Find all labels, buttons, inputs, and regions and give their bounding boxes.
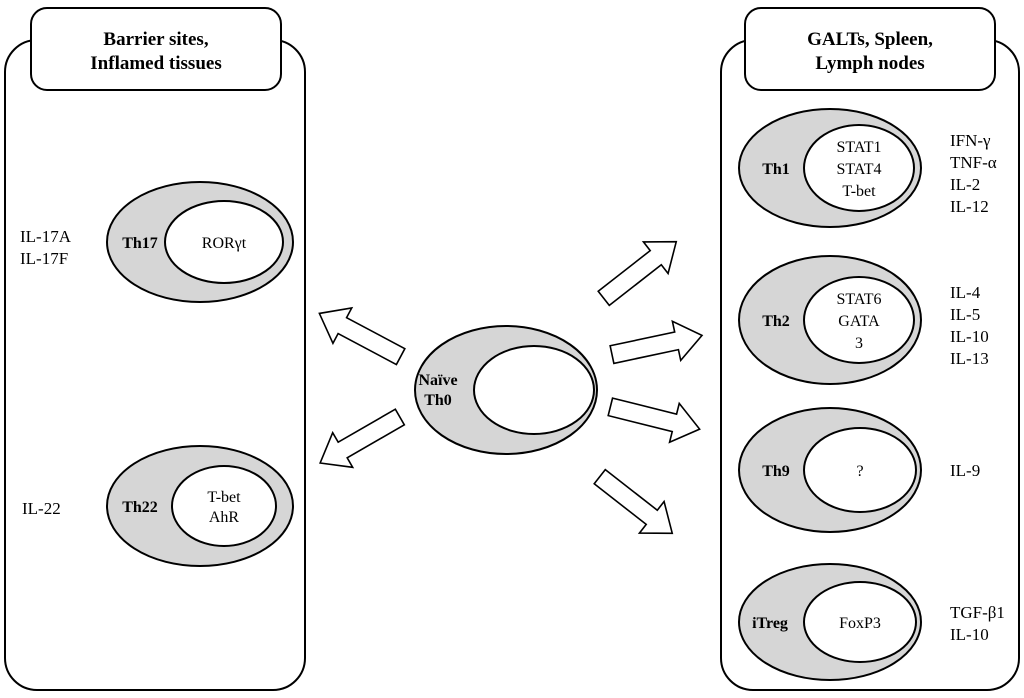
th2-tf: STAT6 <box>837 291 882 308</box>
naive-name-line2: Th0 <box>424 392 452 409</box>
th22-cytokine: IL-22 <box>22 499 61 518</box>
left-header-line1: Barrier sites, <box>103 29 208 50</box>
th9-tf: ? <box>856 463 863 480</box>
itreg-tf: FoxP3 <box>839 615 881 632</box>
right-header-line1: GALTs, Spleen, <box>807 29 933 50</box>
left-panel <box>4 39 306 691</box>
th1-tf: STAT1 <box>837 139 882 156</box>
itreg-cell: iTreg FoxP3 <box>738 563 922 681</box>
left-header-line2: Inflamed tissues <box>90 53 221 74</box>
arrow-to-th1 <box>597 240 678 307</box>
th2-cytokine: IL-10 <box>950 327 989 346</box>
th17-cytokine: IL-17F <box>20 249 68 268</box>
arrow-to-itreg <box>593 468 674 535</box>
th1-cytokine: IFN-γ <box>950 131 991 150</box>
naive-th0-cell: Naïve Th0 <box>414 325 598 455</box>
th1-cytokine: IL-2 <box>950 175 980 194</box>
right-header-line2: Lymph nodes <box>815 53 924 74</box>
th2-cytokine: IL-5 <box>950 305 980 324</box>
th2-tf: 3 <box>855 335 863 352</box>
th22-tf: T-bet <box>207 489 241 506</box>
left-panel-header <box>30 7 282 91</box>
itreg-name: iTreg <box>752 615 788 632</box>
th2-cytokine: IL-4 <box>950 283 981 302</box>
th17-tf: RORγt <box>202 235 247 252</box>
th17-cytokine: IL-17A <box>20 227 72 246</box>
arrow-to-th22 <box>319 408 406 469</box>
th9-name: Th9 <box>762 463 790 480</box>
th22-tf: AhR <box>209 509 240 526</box>
th1-tf: STAT4 <box>837 161 882 178</box>
itreg-cytokine: IL-10 <box>950 625 989 644</box>
arrow-to-th2 <box>609 319 704 365</box>
th17-name: Th17 <box>122 235 158 252</box>
th2-tf: GATA <box>838 313 880 330</box>
th1-cytokine: IL-12 <box>950 197 989 216</box>
th22-name: Th22 <box>122 499 158 516</box>
th2-cytokine: IL-13 <box>950 349 989 368</box>
th1-cytokine: TNF-α <box>950 153 997 172</box>
th1-tf: T-bet <box>842 183 876 200</box>
naive-name-line1: Naïve <box>418 372 457 389</box>
th2-name: Th2 <box>762 313 790 330</box>
th9-cytokine: IL-9 <box>950 461 980 480</box>
th1-cell: Th1 STAT1 STAT4 T-bet <box>738 108 922 228</box>
itreg-cytokine: TGF-β1 <box>950 603 1005 622</box>
th1-name: Th1 <box>762 161 790 178</box>
th22-cell: Th22 T-bet AhR <box>106 445 294 567</box>
th9-cell: Th9 ? <box>738 407 922 533</box>
th17-cell: Th17 RORγt <box>106 181 294 303</box>
th2-cell: Th2 STAT6 GATA 3 <box>738 255 922 385</box>
arrow-to-th17 <box>318 306 406 366</box>
arrow-to-th9 <box>607 397 701 444</box>
right-panel-header <box>744 7 996 91</box>
